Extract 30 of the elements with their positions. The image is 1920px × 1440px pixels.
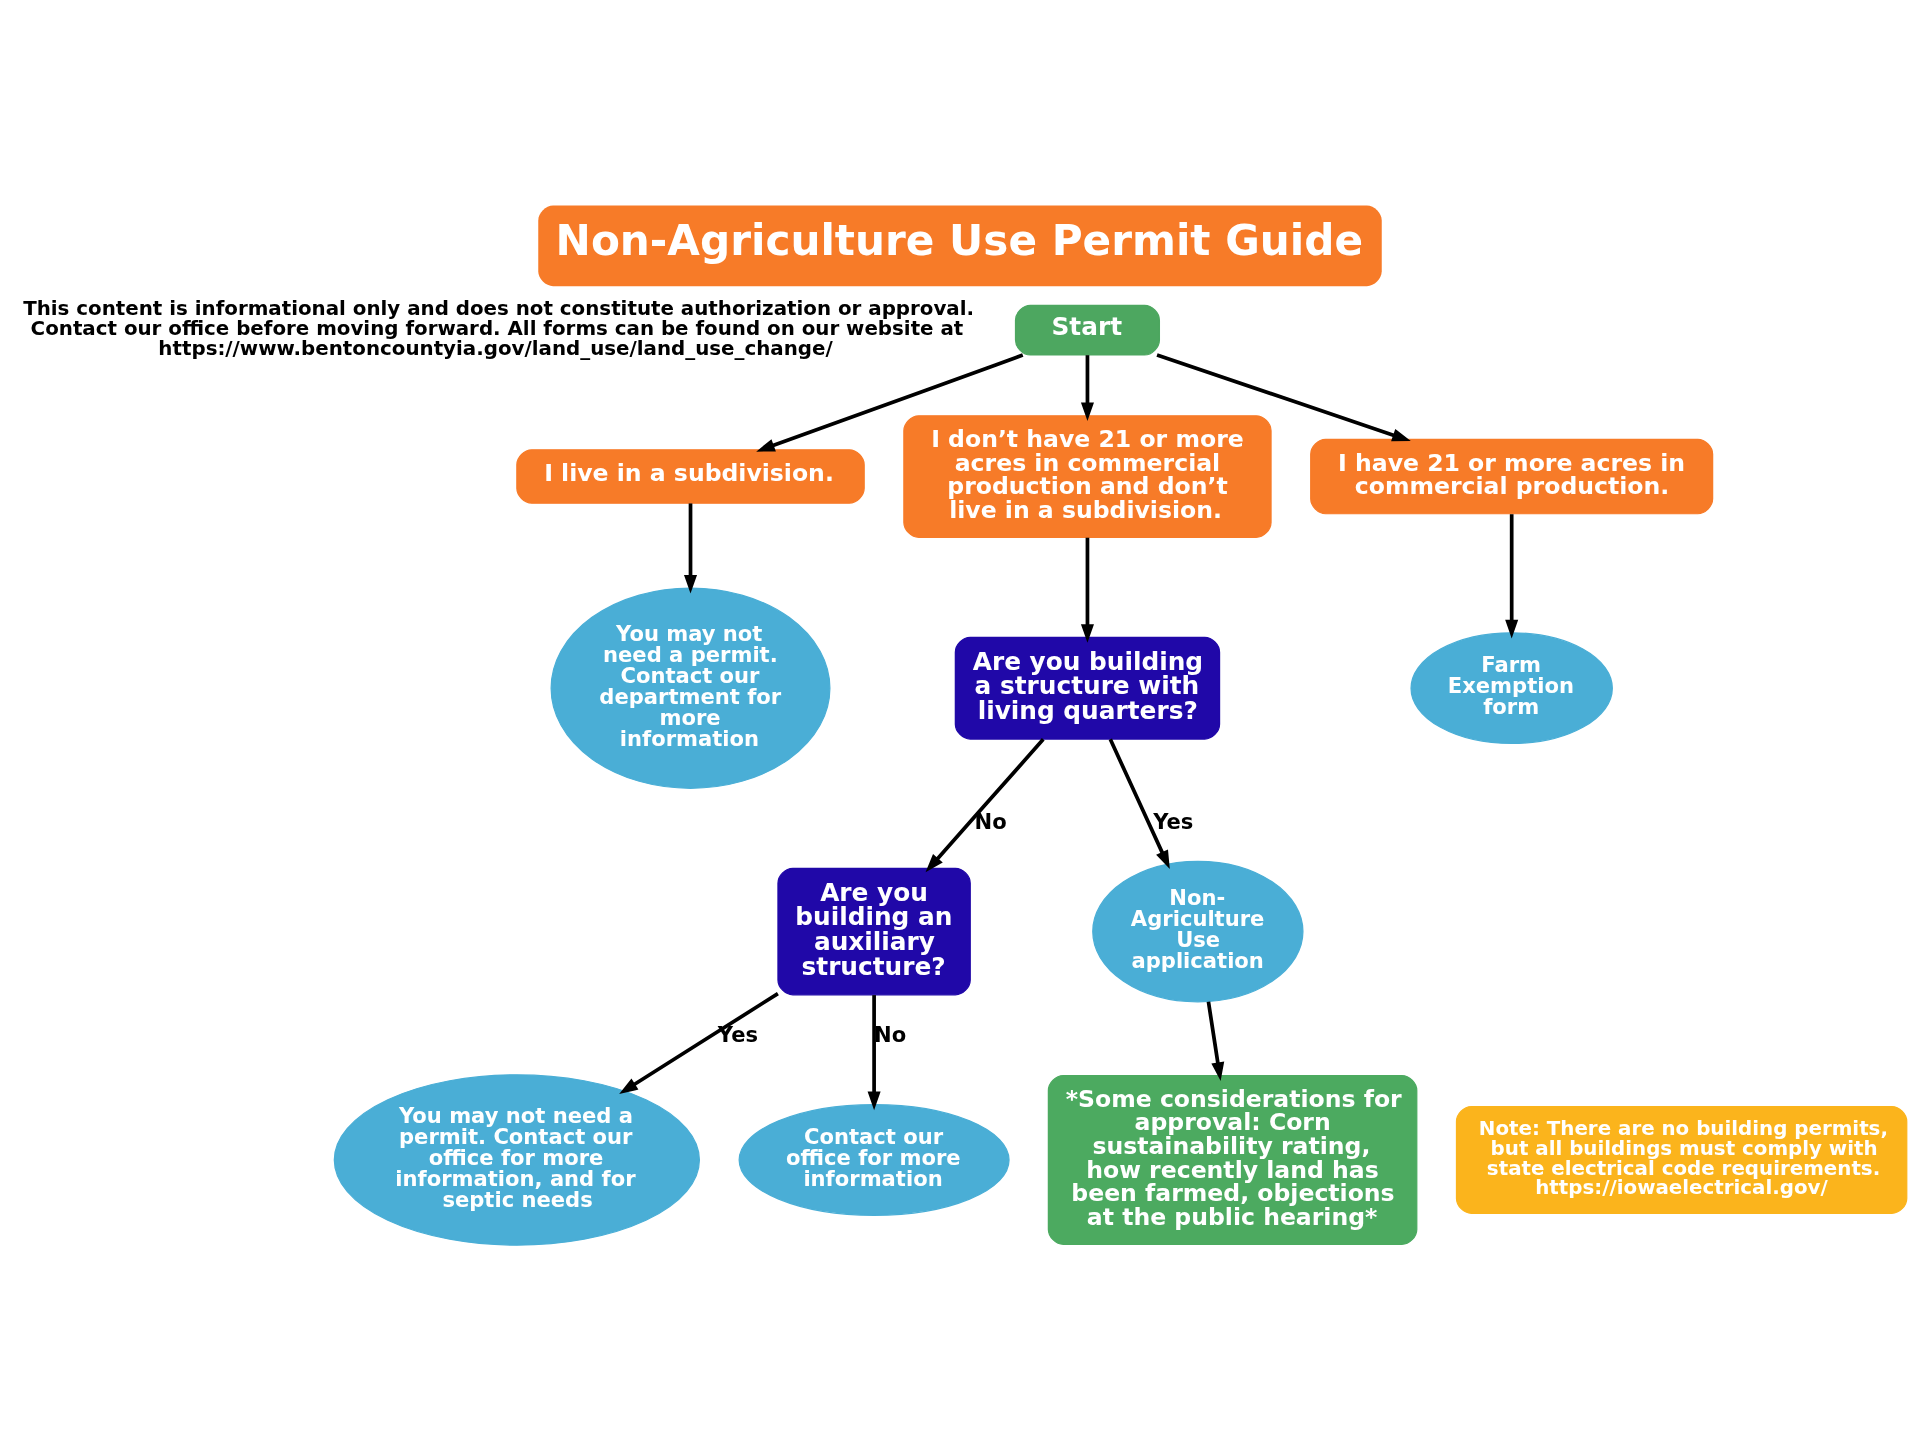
node-ellipse: Farm Exemption form	[1410, 632, 1613, 745]
node-box: Are you building an auxiliary structure?	[777, 867, 971, 996]
node-ellipse: Contact our office for more information	[738, 1104, 1010, 1216]
node-box: Note: There are no building permits, but all buildings must comply with state electrical code requirements. https://iowaelectrical.gov/	[1455, 1106, 1908, 1214]
node-box: *Some considerations for approval: Corn sustainability rating, how recently land has been farmed, objections at the public hearing*	[1047, 1075, 1418, 1245]
edge-label: No	[874, 1022, 907, 1048]
node-ellipse: Non-Agriculture Use application	[1092, 860, 1304, 1003]
node-ellipse: You may not need a permit. Contact our office for more information, and for septic needs	[333, 1074, 700, 1246]
node-box: I have 21 or more acres in commercial production.	[1310, 438, 1714, 515]
arrow	[1206, 1001, 1225, 1081]
arrow	[619, 992, 779, 1094]
arrow	[925, 738, 1045, 873]
arrow	[1156, 353, 1411, 442]
arrow	[867, 995, 881, 1111]
arrow	[684, 503, 698, 594]
edge-label: Yes	[1153, 808, 1194, 834]
arrow	[1505, 514, 1519, 639]
arrow	[1080, 537, 1094, 643]
edge-label: No	[974, 808, 1007, 834]
arrow	[1080, 355, 1094, 422]
edge-label: Yes	[717, 1022, 758, 1048]
diagram-title: Non-Agriculture Use Permit Guide	[555, 216, 1363, 266]
arrow	[1108, 738, 1170, 870]
label: This content is informational only and does not constitute authorization or approval. Contact our office before moving forward. All forms can be found on our website at https://www.bentoncountyia.gov/land_use/land_use_change/	[23, 297, 975, 360]
node-box: I live in a subdivision.	[516, 449, 865, 504]
node-box: Start	[1014, 304, 1160, 356]
node-box: I don’t have 21 or more acres in commercial production and don’t live in a subdivision.	[903, 415, 1272, 538]
node-box: Are you building a structure with living quarters?	[954, 636, 1221, 740]
node-ellipse: You may not need a permit. Contact our department for more information	[550, 587, 831, 789]
arrow	[756, 353, 1024, 452]
